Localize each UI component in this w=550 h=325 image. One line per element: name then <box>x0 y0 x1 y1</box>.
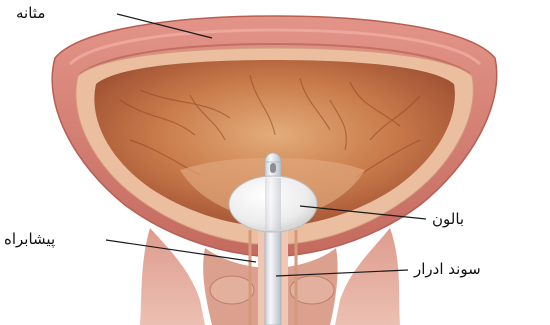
label-urethra: پیشابراه <box>4 232 55 247</box>
label-catheter: سوند ادرار <box>414 262 481 277</box>
gland-left <box>210 276 254 304</box>
label-balloon: بالون <box>432 212 464 227</box>
catheter-through-balloon <box>265 178 281 230</box>
catheter-eyelet <box>270 163 276 173</box>
label-bladder: مثانه <box>16 6 45 21</box>
